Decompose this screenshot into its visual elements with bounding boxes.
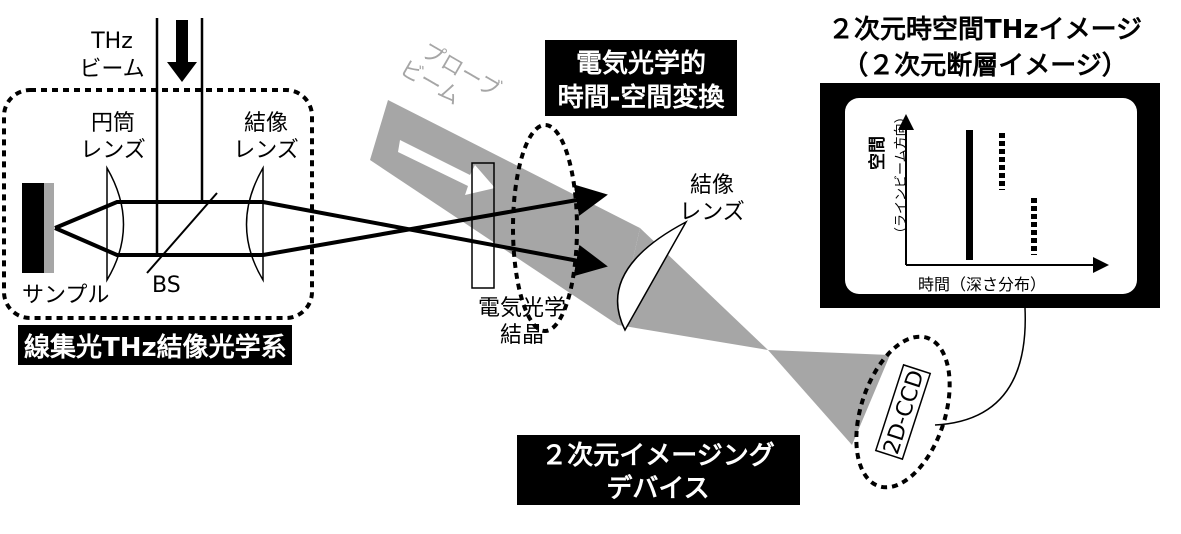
thz-arrow-icon	[176, 20, 188, 64]
cylindrical-lens	[106, 165, 125, 283]
eo-crystal-highlight	[511, 123, 579, 333]
image-title: ２次元時空間THzイメージ（２次元断層イメージ）	[828, 14, 1142, 81]
beam-splitter	[146, 192, 218, 274]
y-axis-label: 空間	[867, 136, 888, 170]
ccd-label: 2D-CCD	[879, 367, 930, 457]
ccd-sensor	[874, 363, 932, 461]
probe-direction-arrow	[398, 140, 495, 195]
eo-crystal	[471, 162, 495, 289]
monitor-screen	[845, 98, 1137, 294]
img-lens1-label: 結像レンズ	[233, 111, 299, 163]
img-lens2-label: 結像レンズ	[679, 173, 745, 225]
optics-system-label: 線集光THz結像光学系	[24, 332, 287, 363]
imaging-device-label: ２次元イメージングデバイス	[541, 441, 774, 504]
optics-system-box	[2, 88, 314, 320]
probe-beam-diverge	[768, 350, 890, 445]
imaging-lens-1	[245, 165, 264, 283]
imaging-lens-2	[616, 220, 688, 332]
connector-cable	[934, 307, 1026, 426]
y-axis-sublabel: （ラインビーム方向）	[893, 110, 909, 240]
sample-label: サンプル	[22, 283, 109, 308]
x-axis-label: 時間（深さ分布）	[918, 275, 1046, 294]
cyl-lens-label: 円筒レンズ	[80, 111, 146, 163]
eo-crystal-label: 電気光学結晶	[478, 296, 566, 348]
bs-label: BS	[152, 273, 181, 298]
surface-reflection	[966, 130, 973, 260]
eo-conversion-label: 電気光学的時間-空間変換	[558, 48, 726, 113]
